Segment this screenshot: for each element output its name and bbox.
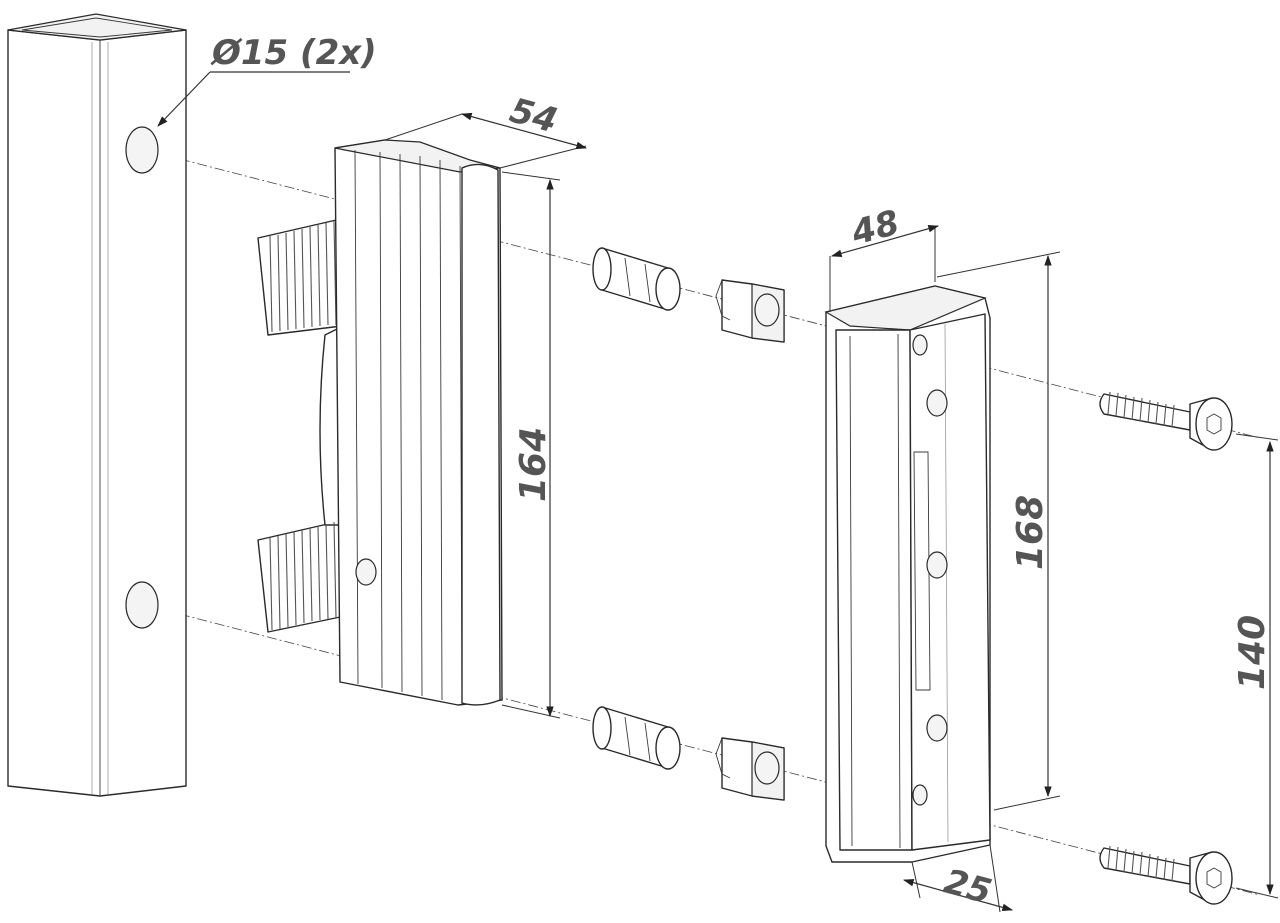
- square-post: [7, 13, 187, 797]
- assembly-centre-lines: [144, 149, 1261, 896]
- countersunk-screw-top: [1099, 391, 1233, 451]
- expansion-plug-top: [592, 247, 681, 311]
- keep-hole: [355, 558, 377, 586]
- keep-height-label: 164: [513, 427, 554, 502]
- insert-hole-bottom: [754, 751, 780, 785]
- square-insert-bottom: [715, 737, 785, 801]
- housing-height-label: 168: [1010, 495, 1051, 570]
- square-insert-top: [715, 279, 785, 343]
- hole-diameter-label: Ø15 (2x): [210, 33, 377, 73]
- countersunk-screw-bottom: [1099, 845, 1233, 905]
- hole-diameter-callout: Ø15 (2x): [157, 33, 377, 127]
- post-hole-top: [125, 126, 159, 174]
- post-hole-bottom: [125, 581, 159, 629]
- lock-housing: [824, 285, 991, 863]
- keep-depth-label: 54: [506, 91, 562, 142]
- dim-140: 140: [1232, 433, 1279, 899]
- housing-depth-label: 48: [847, 203, 904, 254]
- keep-rounded-edge: [461, 163, 501, 706]
- screw-spacing-label: 140: [1232, 615, 1273, 690]
- housing-width-label: 25: [940, 862, 996, 913]
- insert-hole-top: [754, 293, 780, 327]
- expansion-plug-bottom: [592, 706, 681, 770]
- keep-profile: [257, 139, 503, 706]
- dim-168: 168: [936, 251, 1061, 811]
- dim-164: 164: [501, 171, 561, 719]
